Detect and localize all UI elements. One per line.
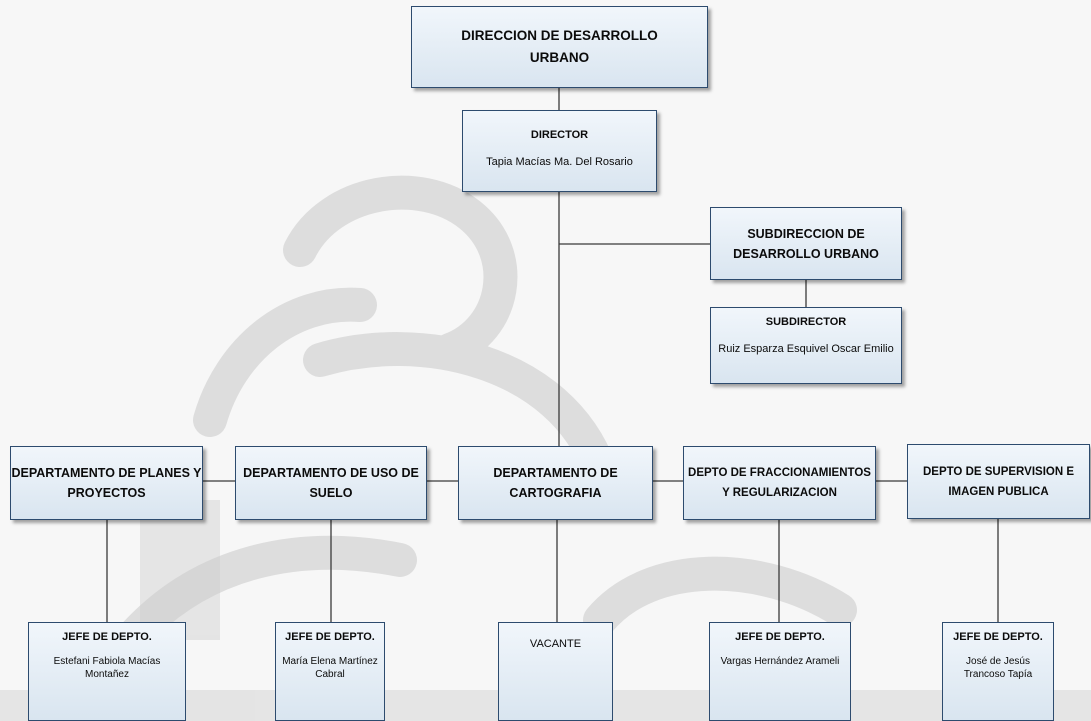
director-name: Tapia Macías Ma. Del Rosario	[486, 156, 633, 168]
head-title: JEFE DE DEPTO.	[285, 631, 375, 643]
subdireccion-title: SUBDIRECCION DE DESARROLLO URBANO	[733, 226, 879, 261]
dept-cartografia: DEPARTAMENTO DE CARTOGRAFIA	[458, 446, 653, 520]
head-fraccionamientos: JEFE DE DEPTO. Vargas Hernández Arameli	[709, 622, 851, 721]
dept-title: DEPTO DE FRACCIONAMIENTOS Y REGULARIZACI…	[688, 467, 871, 499]
head-name: María Elena Martínez Cabral	[282, 656, 378, 680]
head-title: JEFE DE DEPTO.	[62, 631, 152, 643]
head-supervision: JEFE DE DEPTO. José de Jesús Trancoso Ta…	[942, 622, 1054, 721]
dept-uso-suelo: DEPARTAMENTO DE USO DE SUELO	[235, 446, 427, 520]
dept-fraccionamientos: DEPTO DE FRACCIONAMIENTOS Y REGULARIZACI…	[683, 446, 876, 520]
dept-title: DEPARTAMENTO DE PLANES Y PROYECTOS	[11, 466, 202, 500]
head-title: JEFE DE DEPTO.	[735, 631, 825, 643]
head-uso-suelo: JEFE DE DEPTO. María Elena Martínez Cabr…	[275, 622, 385, 721]
subdirector-box: SUBDIRECTOR Ruiz Esparza Esquivel Oscar …	[710, 307, 902, 384]
dept-title: DEPARTAMENTO DE CARTOGRAFIA	[493, 466, 618, 500]
director-title: DIRECTOR	[530, 129, 589, 141]
direccion-box: DIRECCION DE DESARROLLO URBANO	[411, 6, 708, 88]
subdireccion-box: SUBDIRECCION DE DESARROLLO URBANO	[710, 207, 902, 280]
head-name: VACANTE	[529, 638, 582, 650]
head-planes-proyectos: JEFE DE DEPTO. Estefani Fabiola Macías M…	[28, 622, 186, 721]
director-box: DIRECTOR Tapia Macías Ma. Del Rosario	[462, 110, 657, 192]
subdirector-name: Ruiz Esparza Esquivel Oscar Emilio	[718, 343, 894, 355]
direccion-title: DIRECCION DE DESARROLLO URBANO	[461, 28, 658, 65]
head-name: Estefani Fabiola Macías Montañez	[53, 656, 161, 680]
dept-planes-proyectos: DEPARTAMENTO DE PLANES Y PROYECTOS	[10, 446, 203, 520]
subdirector-title: SUBDIRECTOR	[765, 316, 847, 328]
dept-title: DEPTO DE SUPERVISION E IMAGEN PUBLICA	[922, 465, 1075, 498]
dept-supervision: DEPTO DE SUPERVISION E IMAGEN PUBLICA	[907, 444, 1090, 519]
head-cartografia-vacante: VACANTE	[498, 622, 613, 721]
head-title: JEFE DE DEPTO.	[953, 631, 1043, 643]
head-name: Vargas Hernández Arameli	[720, 656, 840, 667]
dept-title: DEPARTAMENTO DE USO DE SUELO	[243, 466, 419, 500]
head-name: José de Jesús Trancoso Tapía	[963, 656, 1033, 680]
